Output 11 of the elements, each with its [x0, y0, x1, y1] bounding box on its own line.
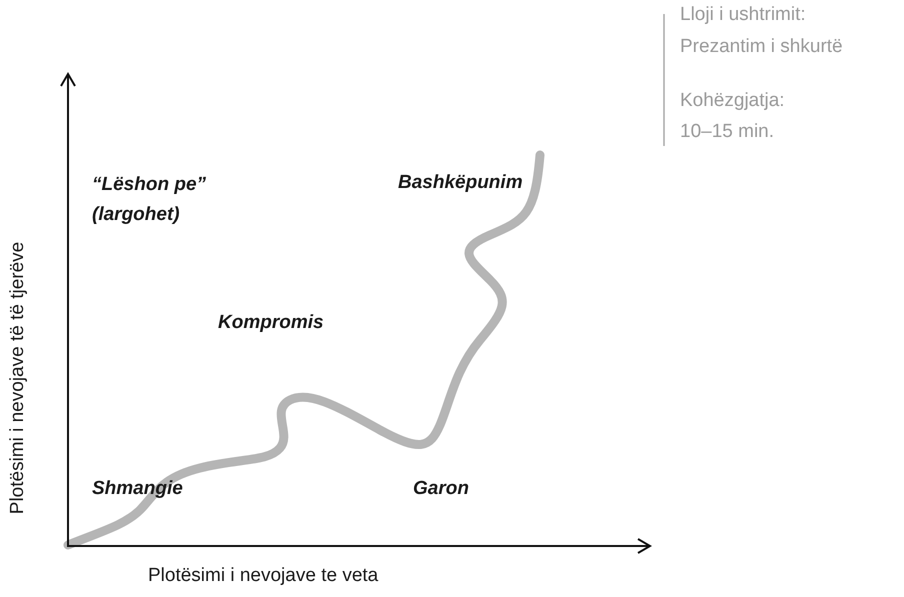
- region-label: Garon: [413, 478, 469, 500]
- info-text: 10–15 min.: [680, 121, 774, 143]
- axis-label: Plotësimi i nevojave te veta: [148, 565, 378, 587]
- region-label: Kompromis: [218, 312, 324, 334]
- region-label: “Lëshon pe” (largohet): [92, 173, 208, 227]
- region-label: Shmangie: [92, 478, 183, 500]
- region-label: Bashkëpunim: [398, 172, 523, 194]
- info-text: Kohëzgjatja:: [680, 90, 785, 112]
- axis-label: Plotësimi i nevojave të të tjerëve: [7, 240, 29, 516]
- info-text: Lloji i ushtrimit:: [680, 4, 806, 26]
- info-text: Prezantim i shkurtë: [680, 36, 843, 58]
